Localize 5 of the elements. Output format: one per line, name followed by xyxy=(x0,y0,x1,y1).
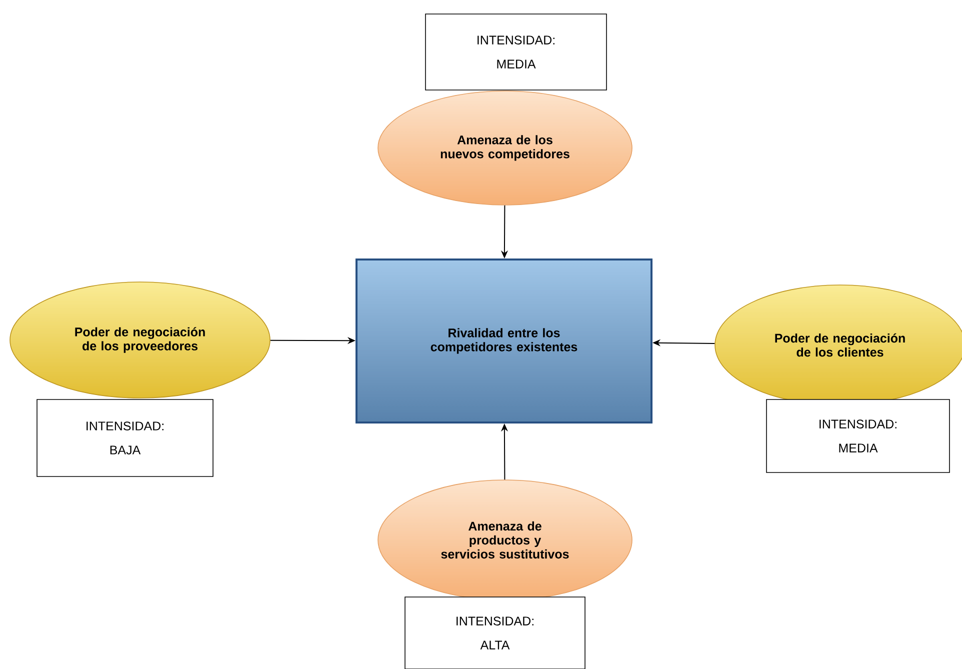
intensity-box: INTENSIDAD: BAJA xyxy=(36,399,214,477)
rivalry-box: Rivalidad entre los competidores existentes xyxy=(356,258,652,424)
intensity-box: INTENSIDAD: MEDIA xyxy=(425,14,607,90)
intensity-box: INTENSIDAD: MEDIA xyxy=(766,399,950,473)
intensity-box: INTENSIDAD: ALTA xyxy=(404,596,586,669)
